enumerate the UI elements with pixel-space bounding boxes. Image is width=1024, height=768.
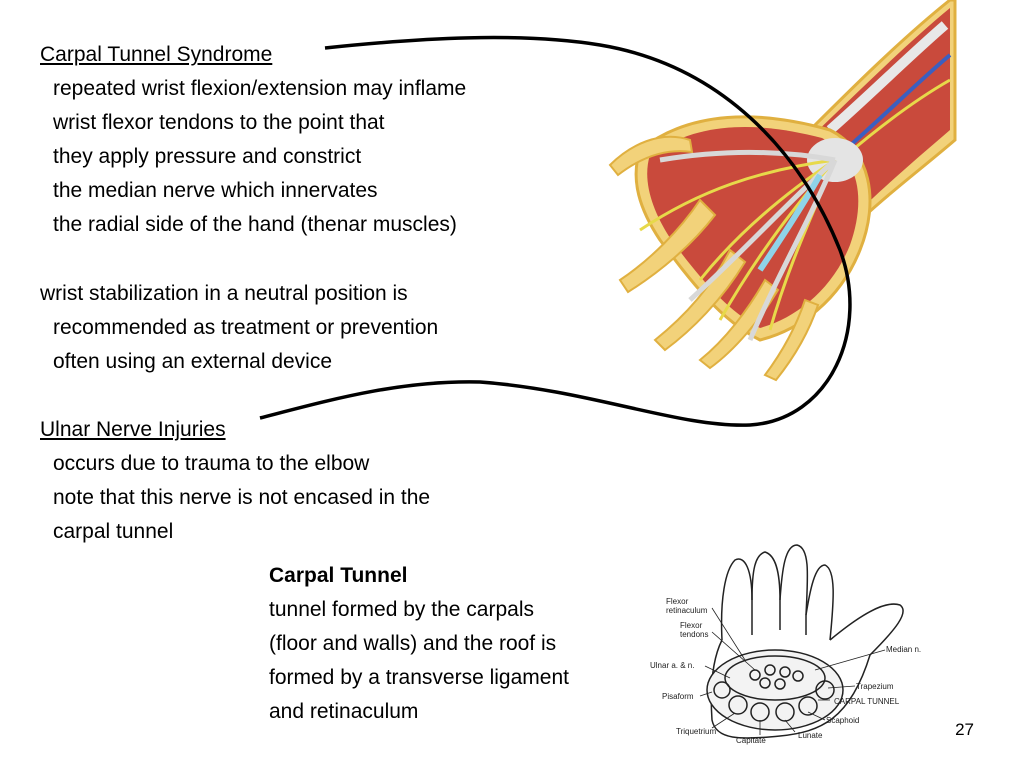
section-heading-ulnar-nerve-injuries: Ulnar Nerve Injuries (40, 418, 226, 441)
label-carpal-tunnel: CARPAL TUNNEL (834, 697, 900, 706)
label-trapezium: Trapezium (856, 682, 894, 691)
text-line: often using an external device (53, 350, 333, 373)
ulnar-nerve-section: Ulnar Nerve Injuries occurs due to traum… (40, 413, 430, 549)
label-pisaform: Pisaform (662, 692, 694, 701)
page-number: 27 (955, 720, 974, 739)
text-line: note that this nerve is not encased in t… (53, 486, 431, 509)
wrist-stabilization-section: wrist stabilization in a neutral positio… (40, 277, 438, 379)
carpal-tunnel-diagram (699, 544, 904, 739)
label-flexor-retinaculum-2: retinaculum (666, 606, 708, 615)
text-line: wrist stabilization in a neutral positio… (40, 282, 408, 305)
section-heading-carpal-tunnel-syndrome: Carpal Tunnel Syndrome (40, 43, 273, 66)
text-line: formed by a transverse ligament (269, 666, 569, 689)
carpal-tunnel-syndrome-section: Carpal Tunnel Syndrome repeated wrist fl… (40, 38, 466, 242)
text-line: carpal tunnel (53, 520, 174, 543)
label-lunate: Lunate (798, 731, 823, 740)
label-median: Median n. (886, 645, 921, 654)
text-line: they apply pressure and constrict (53, 145, 362, 168)
hand-anatomy-illustration (608, 0, 957, 382)
definition-title: Carpal Tunnel (269, 564, 408, 587)
connector-curve (259, 35, 852, 427)
text-line: and retinaculum (269, 700, 419, 723)
label-triquetrium: Triquetrium (676, 727, 716, 736)
text-line: the median nerve which innervates (53, 179, 378, 202)
label-flexor-tendons-1: Flexor (680, 621, 703, 630)
label-scaphoid: Scaphoid (826, 716, 859, 725)
text-line: occurs due to trauma to the elbow (53, 452, 370, 475)
label-ulnar: Ulnar a. & n. (650, 661, 694, 670)
label-flexor-retinaculum-1: Flexor (666, 597, 689, 606)
carpal-tunnel-definition: Carpal Tunnel tunnel formed by the carpa… (269, 559, 569, 729)
text-line: tunnel formed by the carpals (269, 598, 534, 621)
diagram-labels: Flexor retinaculum Flexor tendons Ulnar … (650, 597, 921, 745)
text-line: (floor and walls) and the roof is (269, 632, 557, 655)
label-capitate: Capitate (736, 736, 766, 745)
text-line: the radial side of the hand (thenar musc… (53, 213, 457, 236)
text-line: repeated wrist flexion/extension may inf… (53, 77, 467, 100)
text-line: wrist flexor tendons to the point that (53, 111, 385, 134)
label-flexor-tendons-2: tendons (680, 630, 708, 639)
text-line: recommended as treatment or prevention (53, 316, 439, 339)
